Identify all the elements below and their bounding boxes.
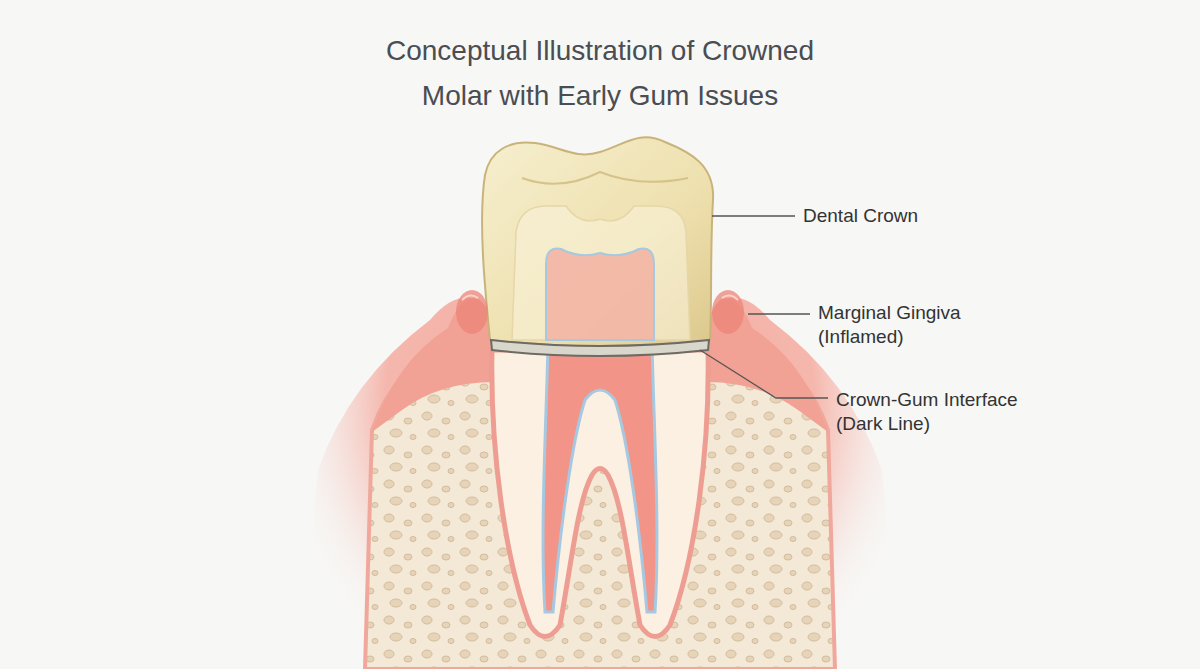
diagram-title: Conceptual Illustration of Crowned Molar… — [365, 28, 835, 118]
part-label: Dental Crown — [803, 204, 1003, 228]
part-label: Marginal Gingiva (Inflamed) — [818, 301, 1033, 349]
crown-margin-band — [491, 340, 709, 356]
leader-line — [748, 313, 810, 314]
leader-line — [700, 350, 828, 398]
dental-crown — [482, 137, 713, 346]
part-label: Crown-Gum Interface (Dark Line) — [836, 388, 1051, 436]
pulp-chamber — [546, 249, 654, 340]
pulp-canals — [543, 345, 657, 612]
alveolar-bone — [365, 345, 835, 669]
inflamed-gingiva-left — [456, 290, 488, 334]
leader-line — [712, 215, 795, 216]
inflamed-gingiva-right — [712, 290, 744, 334]
gingiva-highlight — [722, 295, 738, 300]
gingiva-highlight — [462, 295, 478, 300]
occlusal-groove — [522, 172, 688, 184]
gum-tissue — [300, 298, 900, 669]
prepared-stump — [512, 206, 690, 340]
tooth-root — [492, 350, 708, 637]
